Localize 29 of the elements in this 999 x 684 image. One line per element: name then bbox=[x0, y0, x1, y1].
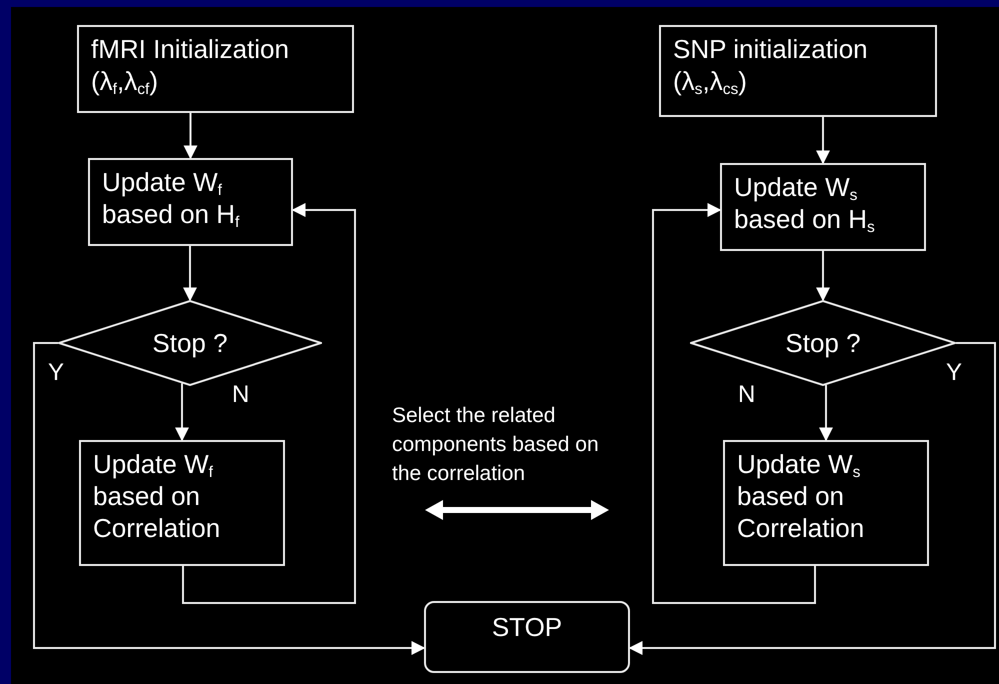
connector-arrow bbox=[628, 342, 996, 655]
connector-arrow bbox=[816, 251, 830, 302]
process-box bbox=[79, 440, 285, 566]
process-box bbox=[720, 163, 926, 251]
connector-arrow bbox=[33, 342, 426, 655]
node-text: (λ$_{s}$,λ$_{cs}$) bbox=[673, 65, 748, 97]
node-text: STOP bbox=[492, 611, 562, 644]
node-text: Update W$_{s}$ based on H$_{s}$ bbox=[734, 171, 876, 235]
process-box bbox=[659, 25, 937, 117]
node-text: Update W$_{f}$ based on Correlation bbox=[93, 448, 222, 544]
node-text: Update W$_{f}$ based on H$_{f}$ bbox=[102, 166, 240, 230]
node-text: (λ$_{f}$,λ$_{cf}$) bbox=[91, 65, 160, 97]
node-text: Stop ? bbox=[785, 327, 861, 359]
node-text: SNP initialization bbox=[673, 33, 869, 65]
process-box bbox=[723, 440, 929, 566]
process-box bbox=[88, 158, 293, 246]
node-text: fMRI Initialization bbox=[91, 33, 290, 65]
process-box bbox=[77, 25, 354, 113]
node-text: Stop ? bbox=[152, 327, 228, 359]
terminal-box bbox=[424, 601, 630, 673]
connector-arrow bbox=[652, 203, 816, 604]
connector-arrow bbox=[816, 117, 830, 164]
connector-arrow bbox=[183, 246, 197, 302]
annotation-text: Select the related components based on the correlation bbox=[392, 403, 600, 487]
connector-arrow bbox=[182, 203, 356, 604]
connector-arrow bbox=[184, 113, 198, 160]
node-text: Update W$_{s}$ based on Correlation bbox=[737, 448, 866, 544]
connector-arrow bbox=[819, 385, 833, 442]
connector-arrow bbox=[175, 383, 189, 442]
